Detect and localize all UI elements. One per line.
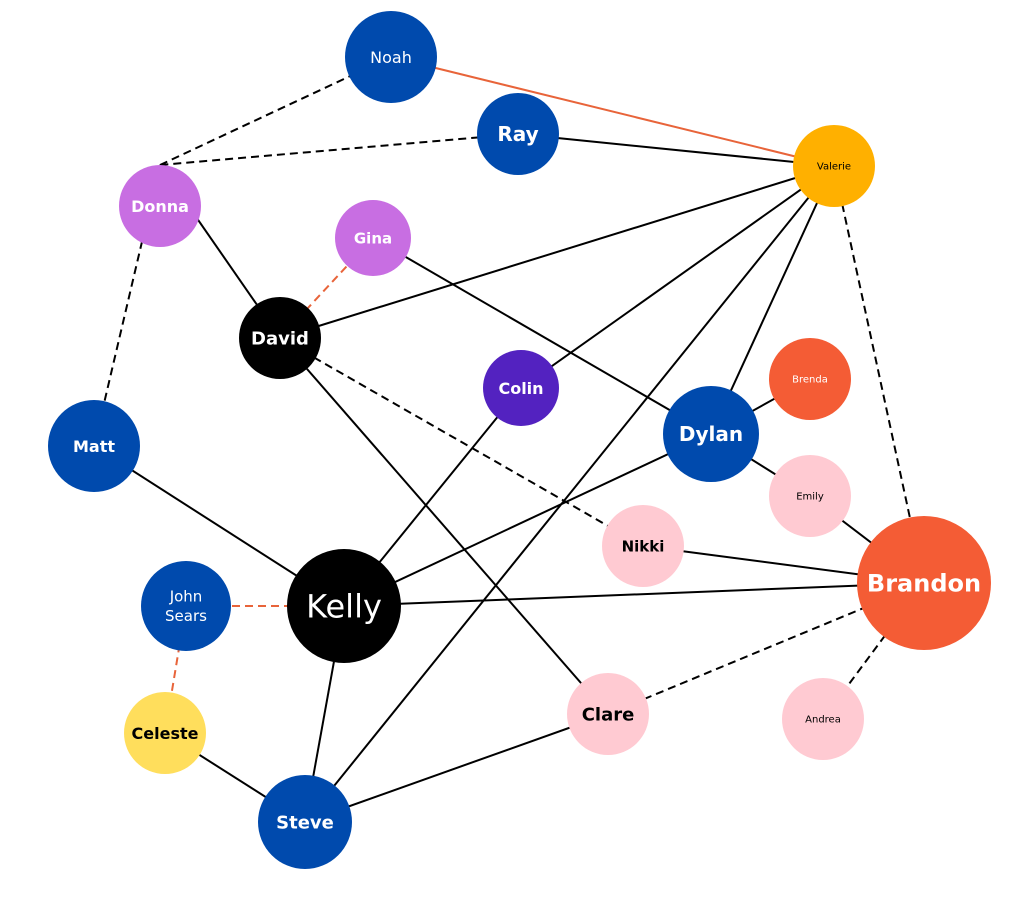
edge-gina-dylan bbox=[372, 237, 712, 435]
node-steve[interactable]: Steve bbox=[258, 775, 352, 869]
node-label: Nikki bbox=[622, 537, 665, 555]
node-circle bbox=[239, 297, 321, 379]
node-circle bbox=[857, 516, 991, 650]
node-clare[interactable]: Clare bbox=[567, 673, 649, 755]
node-dylan[interactable]: Dylan bbox=[663, 386, 759, 482]
node-ray[interactable]: Ray bbox=[477, 93, 559, 175]
node-noah[interactable]: Noah bbox=[345, 11, 437, 103]
node-kelly[interactable]: Kelly bbox=[287, 549, 401, 663]
node-celeste[interactable]: Celeste bbox=[124, 692, 206, 774]
edge-noah-valerie bbox=[390, 56, 835, 167]
node-circle bbox=[287, 549, 401, 663]
node-circle bbox=[124, 692, 206, 774]
node-nikki[interactable]: Nikki bbox=[602, 505, 684, 587]
edge-kelly-brandon bbox=[343, 582, 925, 607]
node-circle bbox=[141, 561, 231, 651]
node-andrea[interactable]: Andrea bbox=[782, 678, 864, 760]
node-label: Donna bbox=[131, 197, 189, 216]
node-circle bbox=[335, 200, 411, 276]
node-brenda[interactable]: Brenda bbox=[769, 338, 851, 420]
node-circle bbox=[769, 455, 851, 537]
node-label: Valerie bbox=[817, 162, 851, 173]
node-label: Noah bbox=[370, 48, 412, 67]
node-label: Clare bbox=[582, 704, 635, 725]
node-circle bbox=[345, 11, 437, 103]
node-label: Matt bbox=[73, 437, 115, 456]
node-david[interactable]: David bbox=[239, 297, 321, 379]
edge-ray-valerie bbox=[517, 133, 835, 167]
node-label: Kelly bbox=[306, 588, 382, 626]
edge-valerie-dylan bbox=[710, 165, 835, 435]
node-circle bbox=[663, 386, 759, 482]
node-circle bbox=[48, 400, 140, 492]
edge-valerie-brandon bbox=[833, 165, 925, 584]
node-label: David bbox=[251, 328, 309, 349]
node-circle bbox=[483, 350, 559, 426]
node-circle bbox=[119, 165, 201, 247]
edge-david-valerie bbox=[279, 165, 835, 339]
node-valerie[interactable]: Valerie bbox=[793, 125, 875, 207]
edge-dylan-kelly bbox=[343, 433, 712, 607]
edge-donna-matt bbox=[93, 164, 161, 447]
node-label: Celeste bbox=[132, 724, 199, 743]
node-circle bbox=[602, 505, 684, 587]
node-circle bbox=[782, 678, 864, 760]
node-brandon[interactable]: Brandon bbox=[857, 516, 991, 650]
node-label: Gina bbox=[354, 229, 392, 247]
node-label: Emily bbox=[796, 492, 824, 503]
node-emily[interactable]: Emily bbox=[769, 455, 851, 537]
node-label: Brandon bbox=[867, 570, 981, 598]
edge-gina-david bbox=[279, 237, 374, 339]
node-circle bbox=[258, 775, 352, 869]
node-circle bbox=[769, 338, 851, 420]
node-label: Andrea bbox=[805, 715, 841, 726]
node-circle bbox=[793, 125, 875, 207]
node-label: Brenda bbox=[792, 375, 828, 386]
edge-steve-clare bbox=[304, 713, 609, 823]
node-label: Ray bbox=[497, 122, 538, 146]
node-label: Dylan bbox=[679, 422, 743, 446]
node-matt[interactable]: Matt bbox=[48, 400, 140, 492]
node-colin[interactable]: Colin bbox=[483, 350, 559, 426]
edge-valerie-colin bbox=[520, 165, 835, 389]
edge-ray-donna bbox=[159, 133, 519, 166]
edge-clare-brandon bbox=[607, 582, 925, 715]
node-donna[interactable]: Donna bbox=[119, 165, 201, 247]
edge-david-nikki bbox=[279, 337, 644, 547]
edge-valerie-steve bbox=[304, 165, 835, 823]
node-circle bbox=[567, 673, 649, 755]
node-circle bbox=[477, 93, 559, 175]
node-gina[interactable]: Gina bbox=[335, 200, 411, 276]
node-label: Colin bbox=[498, 379, 543, 398]
edge-david-clare bbox=[279, 337, 609, 715]
node-label: Steve bbox=[276, 812, 334, 833]
